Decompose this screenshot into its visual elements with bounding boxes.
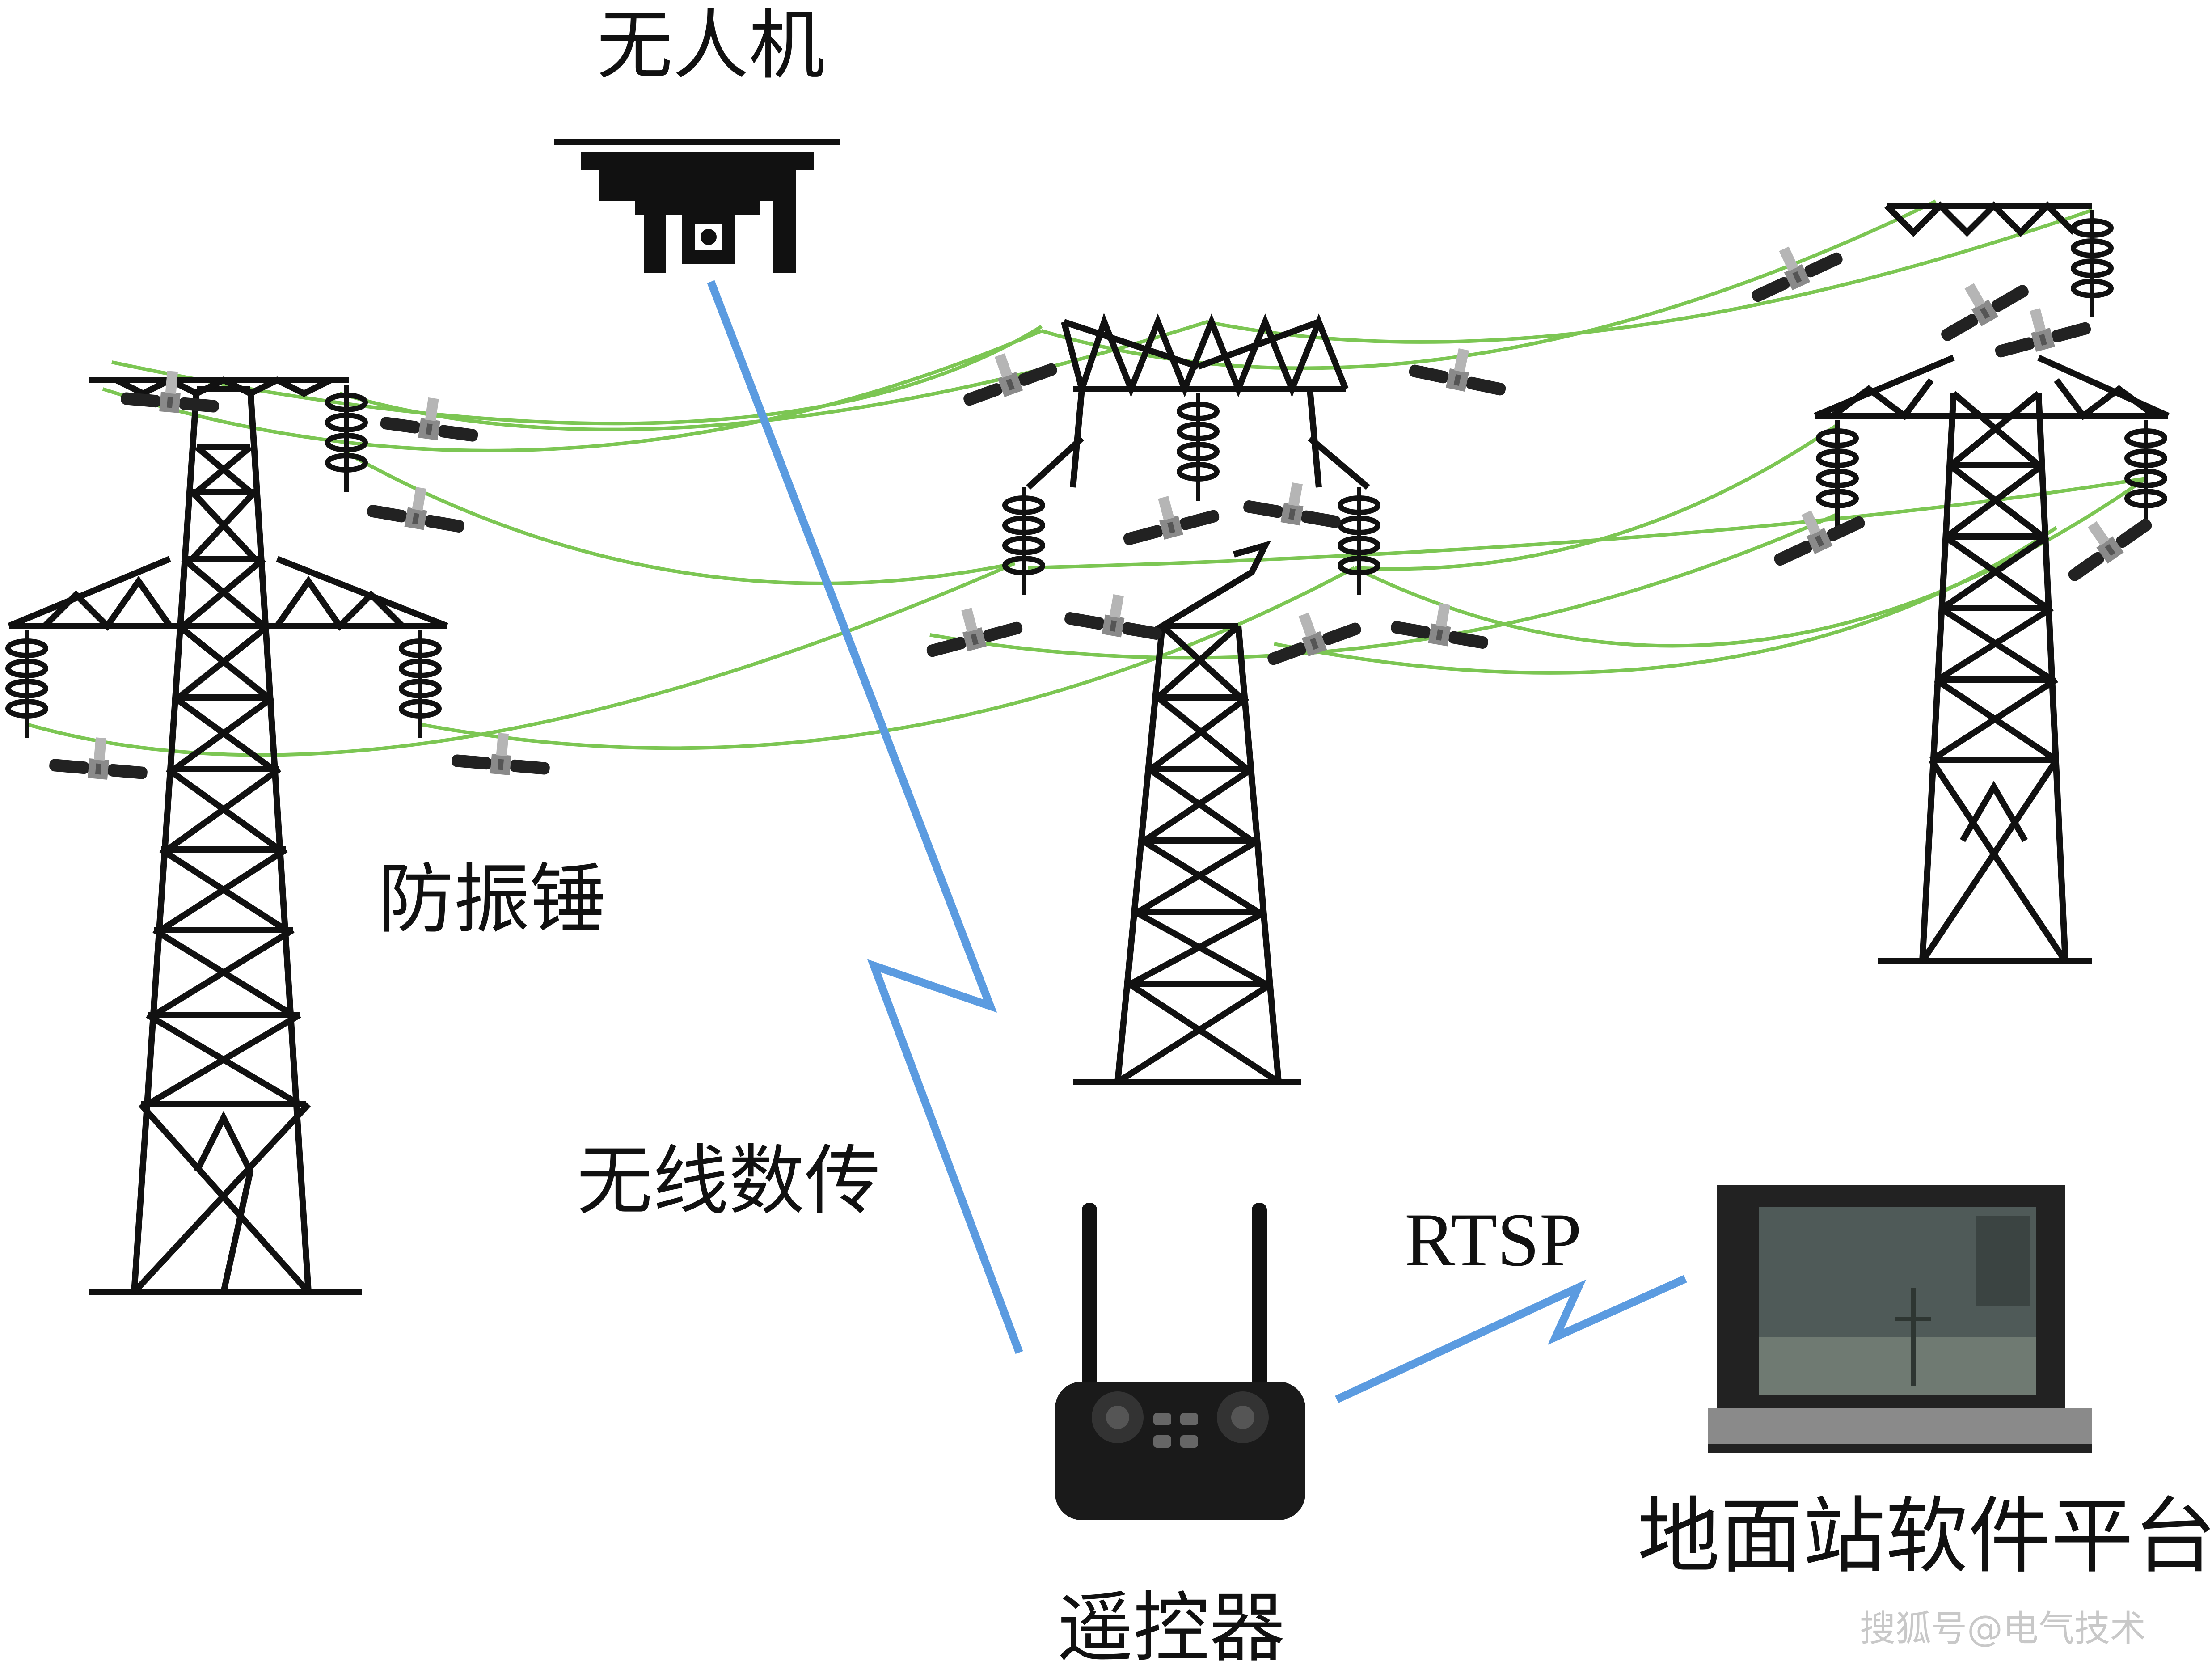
ground-station-label: 地面站软件平台	[1638, 1488, 2212, 1585]
insulator-icon	[1340, 487, 1378, 595]
drone-icon	[554, 139, 840, 273]
laptop-icon	[1708, 1185, 2092, 1453]
watermark: 搜狐号@电气技术	[1860, 1608, 2146, 1649]
wireless-label: 无线数传	[577, 1137, 881, 1226]
insulator-icon	[8, 630, 46, 738]
damper-label: 防振锤	[378, 855, 606, 944]
insulator-icon	[401, 630, 439, 738]
insulator-icon	[2073, 210, 2111, 317]
drone-label: 无人机	[597, 1, 825, 90]
rtsp-label: RTSP	[1405, 1198, 1582, 1282]
remote-controller-icon	[1055, 1203, 1305, 1520]
insulator-icon	[1005, 487, 1043, 595]
insulator-icon	[1819, 420, 1856, 528]
rtsp-link-line	[1337, 1279, 1685, 1399]
controller-label: 遥控器	[1057, 1584, 1285, 1673]
insulator-icon	[1179, 393, 1217, 501]
insulator-icon	[2127, 420, 2165, 528]
